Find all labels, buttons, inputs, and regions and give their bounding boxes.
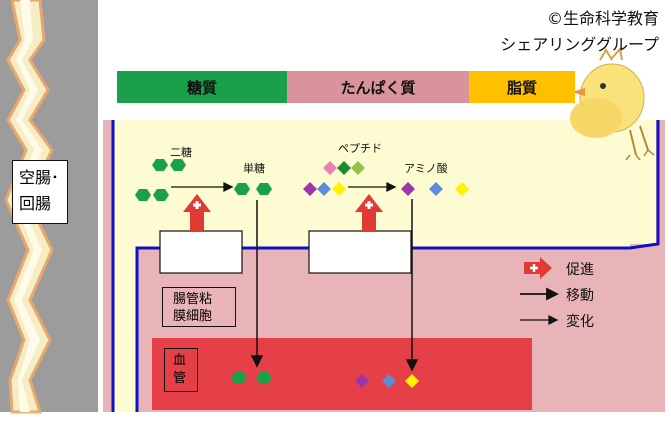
cell-outline	[111, 120, 660, 412]
cell-label-line2: 膜細胞	[173, 309, 213, 324]
cell-label: 腸管粘 膜細胞	[162, 287, 236, 327]
blood-monosaccharide-hexagons	[231, 372, 272, 384]
vessel-label: 血 管	[164, 348, 198, 392]
peptide-label: ペプチド	[338, 142, 382, 155]
protein-band-label: たんぱく質	[340, 78, 416, 97]
carb-transporter	[159, 230, 243, 274]
copyright-line1: ©生命科学教育	[546, 9, 659, 28]
cell-label-line1: 腸管粘	[173, 292, 213, 307]
legend-move-label: 移動	[566, 288, 594, 304]
region-label: 空腸･ 回腸	[12, 160, 68, 224]
legend-promote-arrow-symbol	[524, 257, 552, 279]
region-label-line1: 空腸･	[19, 168, 60, 187]
fat-band-label: 脂質	[506, 78, 537, 97]
intestine-lumen-core	[14, 0, 42, 412]
protein-band: たんぱく質	[287, 71, 469, 103]
peptide-diamonds	[303, 161, 365, 196]
region-label-line2: 回腸	[19, 194, 52, 213]
carb-band-label: 糖質	[186, 78, 217, 97]
protein-move-arrow	[405, 199, 419, 372]
legend-change-label: 変化	[566, 314, 594, 330]
legend-move-arrow-symbol	[520, 287, 560, 301]
legend-promote-label: 促進	[566, 262, 594, 278]
legend-change-arrow-symbol	[520, 315, 559, 325]
epithelial-cell-region	[113, 120, 656, 412]
amino-acid-label: アミノ酸	[404, 162, 448, 175]
copyright-text: ©生命科学教育 シェアリンググループ	[500, 6, 659, 58]
disaccharide-label: 二糖	[170, 146, 192, 159]
blood-amino-acid-diamonds	[355, 374, 419, 388]
carb-move-arrow	[250, 200, 264, 368]
carb-promote-arrow	[183, 194, 211, 232]
protein-change-arrow	[348, 181, 397, 193]
disaccharide-hexagons	[135, 159, 186, 201]
carb-change-arrow	[171, 181, 234, 193]
vessel-label-line1: 血	[173, 353, 187, 368]
protein-promote-arrow	[355, 194, 383, 232]
protein-transporter	[308, 230, 412, 274]
monosaccharide-hexagons	[234, 183, 272, 195]
monosaccharide-label: 単糖	[243, 162, 265, 175]
blood-vessel	[152, 338, 532, 410]
amino-acid-diamonds	[401, 182, 469, 196]
carb-band: 糖質	[117, 71, 287, 103]
fat-band: 脂質	[469, 71, 575, 103]
vessel-label-line2: 管	[173, 371, 187, 386]
copyright-line2: シェアリンググループ	[500, 35, 659, 54]
chick-illustration	[570, 46, 655, 161]
